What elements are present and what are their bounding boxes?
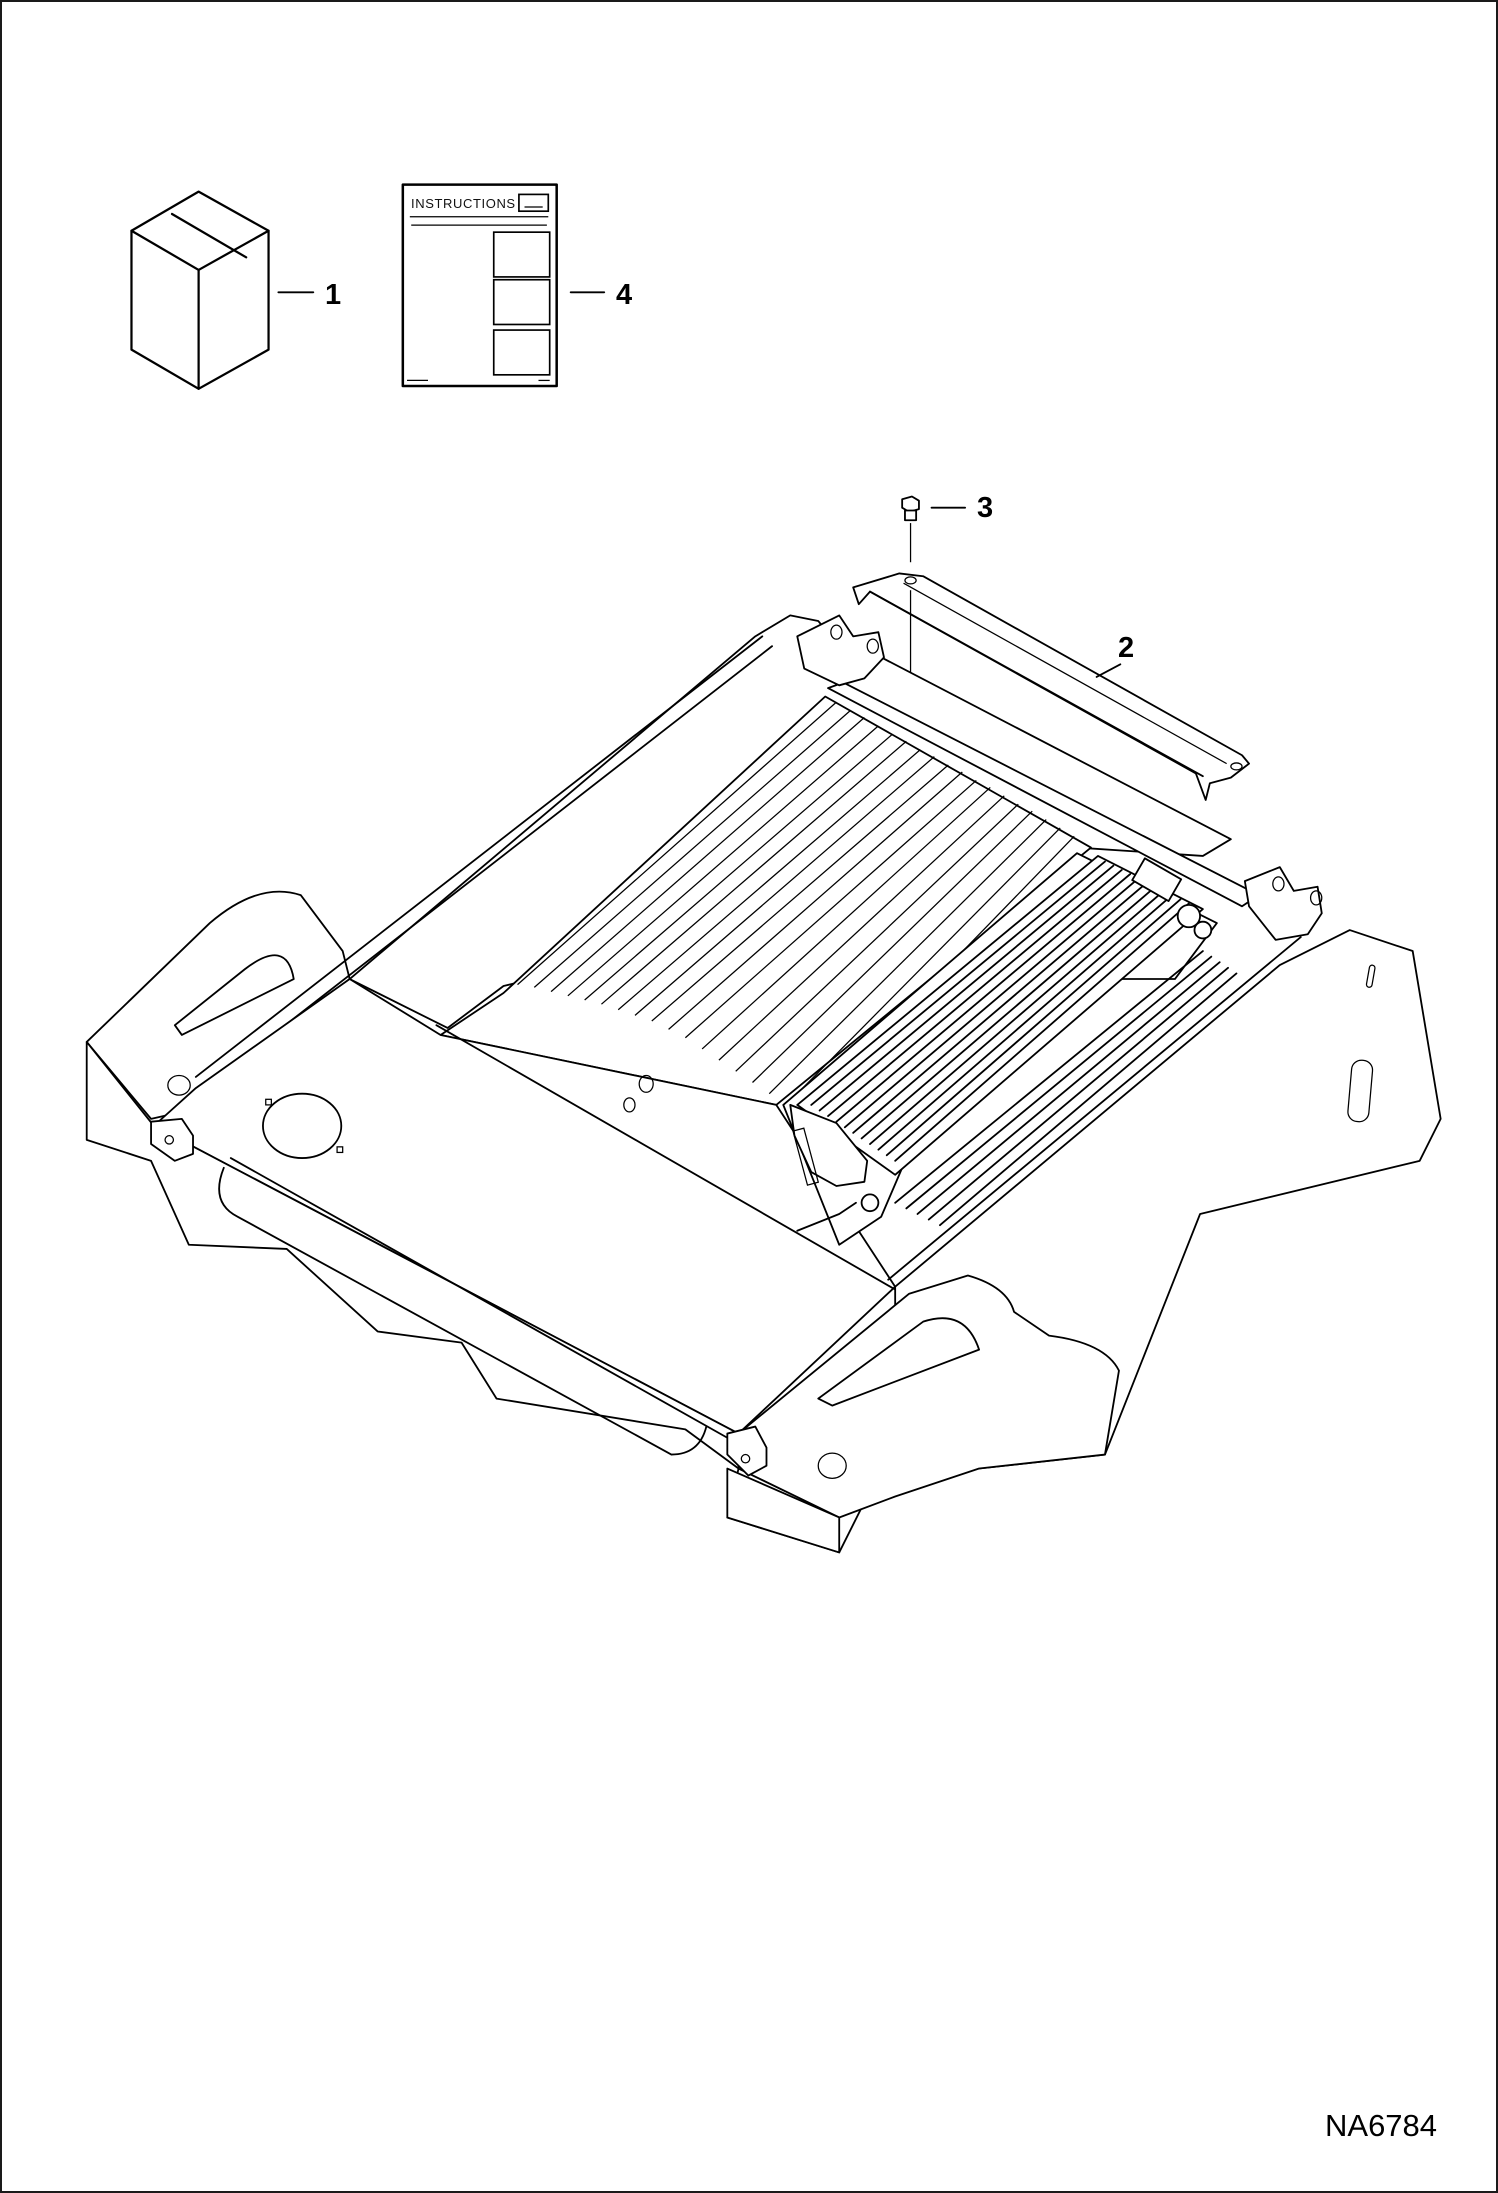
callout-4: 4 <box>616 279 633 311</box>
box-icon <box>130 190 270 390</box>
callout-1: 1 <box>325 279 342 311</box>
loader-frame-assembly <box>85 614 1442 1554</box>
instructions-sheet-title: INSTRUCTIONS <box>411 196 516 211</box>
callout-3: 3 <box>977 492 994 524</box>
callout-2: 2 <box>1118 632 1135 664</box>
bracket-icon <box>852 572 1250 801</box>
leader-line-2 <box>1095 663 1122 678</box>
instructions-sheet-icon <box>401 183 558 388</box>
figure-id-label: NA6784 <box>1325 2108 1438 2143</box>
bolt-icon <box>901 495 920 563</box>
